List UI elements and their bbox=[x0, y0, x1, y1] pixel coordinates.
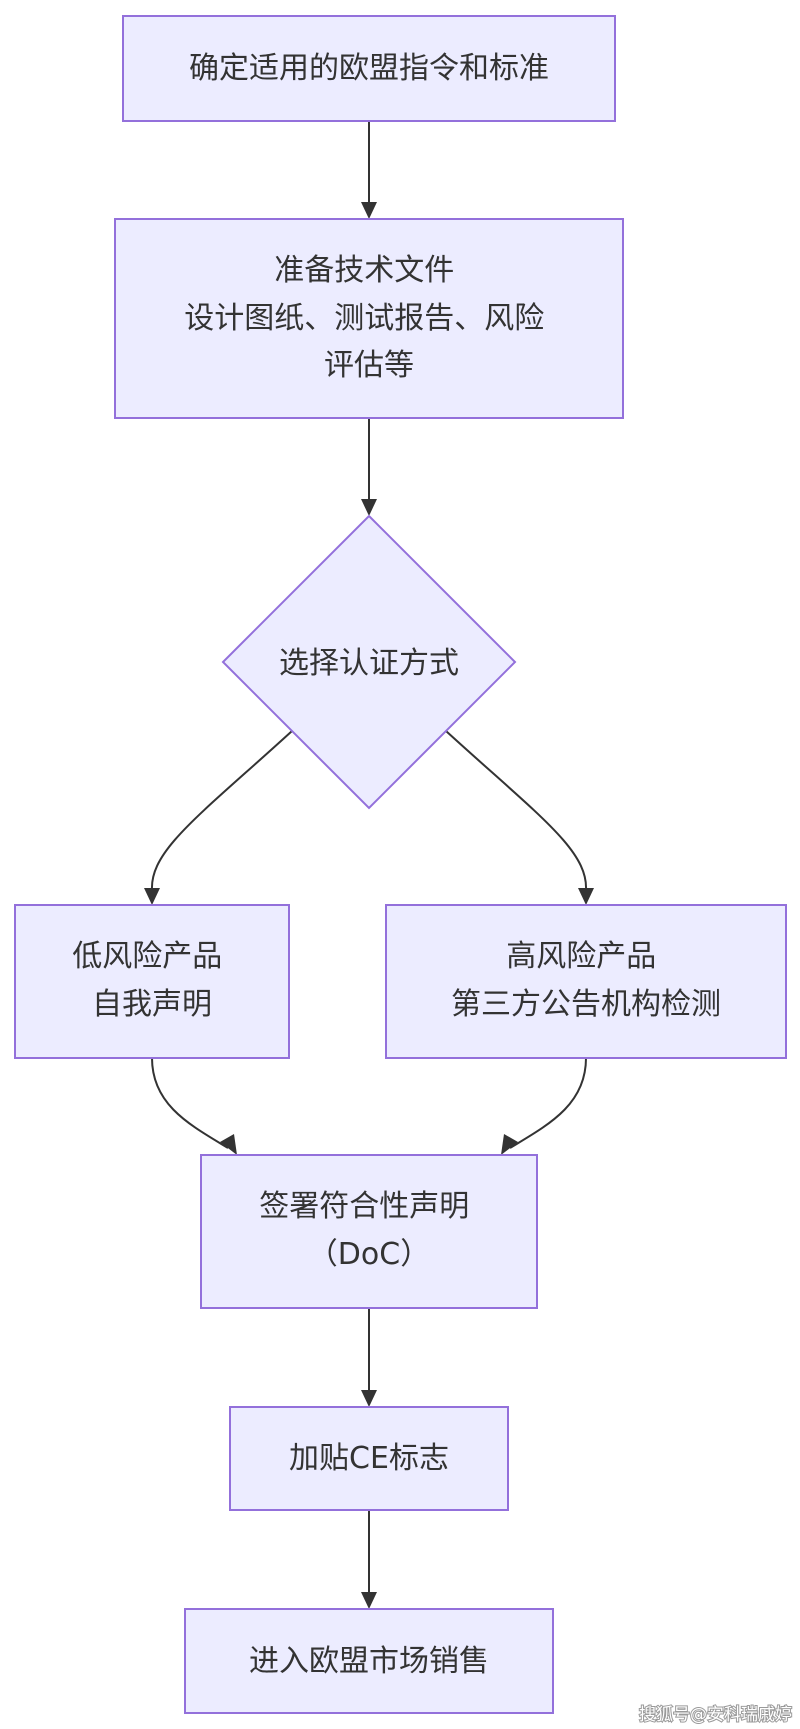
node-choose-certification-decision bbox=[221, 514, 517, 810]
node-high-risk-text: 高风险产品 第三方公告机构检测 bbox=[451, 939, 721, 1022]
node-low-risk-line-2: 自我声明 bbox=[92, 987, 212, 1022]
node-prepare-tech-file-line-3: 评估等 bbox=[324, 348, 414, 383]
node-prepare-tech-file bbox=[114, 218, 624, 419]
node-high-risk-line-1: 高风险产品 bbox=[506, 939, 656, 974]
node-low-risk-line-1: 低风险产品 bbox=[72, 939, 222, 974]
node-sign-doc bbox=[200, 1154, 538, 1309]
node-prepare-tech-file-line-1: 准备技术文件 bbox=[274, 253, 454, 288]
arrowhead bbox=[501, 1134, 518, 1155]
node-enter-eu-market-text: 进入欧盟市场销售 bbox=[249, 1644, 489, 1679]
node-low-risk-text: 低风险产品 自我声明 bbox=[72, 939, 232, 1022]
node-affix-ce-mark-line-1: 加贴CE标志 bbox=[289, 1441, 449, 1476]
node-choose-certification-text: 选择认证方式 bbox=[279, 646, 459, 681]
node-enter-eu-market bbox=[184, 1608, 554, 1714]
edge-low-risk-to-doc bbox=[151, 1057, 229, 1149]
node-sign-doc-line-2: （DoC） bbox=[308, 1237, 430, 1272]
node-choose-certification-line-1: 选择认证方式 bbox=[279, 646, 459, 681]
arrowhead bbox=[578, 888, 594, 905]
arrowhead bbox=[361, 499, 377, 516]
arrowhead bbox=[220, 1134, 237, 1155]
node-affix-ce-mark bbox=[229, 1406, 509, 1511]
node-determine-standards-line-1: 确定适用的欧盟指令和标准 bbox=[189, 51, 549, 86]
node-high-risk-third-party bbox=[385, 904, 787, 1059]
edge-choose-to-high-risk bbox=[445, 730, 588, 891]
arrowhead bbox=[361, 1592, 377, 1609]
node-high-risk-line-2: 第三方公告机构检测 bbox=[451, 987, 721, 1022]
edge-high-risk-to-doc bbox=[509, 1057, 587, 1149]
node-enter-eu-market-line-1: 进入欧盟市场销售 bbox=[249, 1644, 489, 1679]
node-sign-doc-line-1: 签署符合性声明 bbox=[259, 1189, 469, 1224]
arrowhead bbox=[361, 1390, 377, 1407]
edge-choose-to-low-risk bbox=[150, 730, 293, 891]
node-prepare-tech-file-text: 准备技术文件 设计图纸、测试报告、风险 评估等 bbox=[184, 253, 554, 383]
node-prepare-tech-file-line-2: 设计图纸、测试报告、风险 bbox=[184, 301, 544, 336]
watermark-text: 搜狐号@安科瑞戚婷 bbox=[639, 1705, 792, 1725]
node-low-risk-self-declaration bbox=[14, 904, 290, 1059]
node-affix-ce-mark-text: 加贴CE标志 bbox=[289, 1441, 449, 1476]
node-determine-standards bbox=[122, 15, 616, 122]
node-determine-standards-text: 确定适用的欧盟指令和标准 bbox=[189, 51, 549, 86]
node-sign-doc-text: 签署符合性声明 （DoC） bbox=[259, 1189, 479, 1272]
arrowhead bbox=[361, 202, 377, 219]
arrowhead bbox=[144, 888, 160, 905]
